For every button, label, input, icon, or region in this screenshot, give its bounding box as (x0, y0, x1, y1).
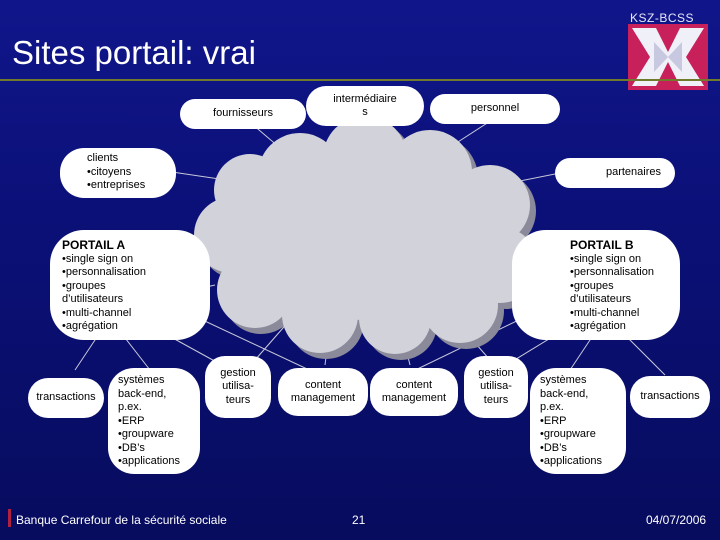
systemes-right-item: back-end, (540, 387, 589, 400)
gestion-right-line: gestion (478, 366, 514, 379)
partenaires-label: partenaires (605, 166, 661, 179)
clients-box: clients •citoyens •entreprises (60, 148, 176, 198)
systemes-right-item: p.ex. (540, 401, 564, 413)
gestion-left-box: gestion utilisa- teurs (205, 356, 271, 418)
content-right-line: management (381, 392, 447, 404)
portail-b-item: •agrégation (570, 320, 626, 332)
systemes-left-item: p.ex. (118, 401, 142, 413)
clients-label: clients (87, 152, 119, 164)
footer-organization: Banque Carrefour de la sécurité sociale (16, 513, 227, 527)
portail-a-item: d’utilisateurs (62, 293, 124, 305)
portail-b-item: •personnalisation (570, 266, 654, 278)
systemes-left-item: •groupware (118, 428, 174, 440)
systemes-right-item: •groupware (540, 428, 596, 440)
clients-item: •citoyens (87, 165, 132, 178)
systemes-left-item: •ERP (118, 414, 145, 427)
content-right-line: content (395, 378, 433, 391)
intermediaires-box: intermédiaire s (306, 86, 424, 126)
fournisseurs-label: fournisseurs (213, 107, 273, 120)
clients-item: •entreprises (87, 179, 146, 191)
content-left-line: content (304, 378, 342, 391)
title-divider (0, 79, 720, 81)
transactions-left-label: transactions (36, 391, 96, 404)
systemes-right-box: systèmes back-end, p.ex. •ERP •groupware… (530, 368, 626, 474)
personnel-box: personnel (430, 94, 560, 124)
portail-a-item: •agrégation (62, 320, 118, 332)
personnel-label: personnel (470, 102, 520, 115)
systemes-left-box: systèmes back-end, p.ex. •ERP •groupware… (108, 368, 200, 474)
transactions-right-label: transactions (640, 390, 700, 403)
fournisseurs-box: fournisseurs (180, 99, 306, 129)
portail-b-item: •single sign on (570, 252, 642, 265)
systemes-right-item: •applications (540, 455, 602, 467)
transactions-left-box: transactions (28, 378, 104, 418)
systemes-left-item: systèmes (118, 374, 165, 386)
portail-b-item: •multi-channel (570, 306, 640, 319)
gestion-right-line: teurs (483, 393, 509, 406)
partenaires-box: partenaires (555, 158, 675, 188)
gestion-left-line: teurs (225, 393, 251, 406)
portail-a-item: •multi-channel (62, 306, 132, 319)
footer-mark (8, 509, 11, 527)
page-title: Sites portail: vrai (12, 34, 256, 71)
portail-a-title: PORTAIL A (62, 238, 126, 252)
intermediaires-label-line1: intermédiaire (333, 92, 397, 105)
portail-b-item: •groupes (570, 279, 614, 292)
portail-a-item: •groupes (62, 279, 106, 292)
bcss-logo-icon (628, 24, 708, 90)
footer-date: 04/07/2006 (646, 513, 707, 527)
portail-b-item: d’utilisateurs (570, 293, 632, 305)
gestion-left-line: utilisa- (222, 380, 254, 393)
portail-b-title: PORTAIL B (570, 238, 634, 252)
systemes-right-item: •DB’s (540, 441, 567, 454)
portail-a-box: PORTAIL A •single sign on •personnalisat… (50, 230, 210, 340)
gestion-right-line: utilisa- (480, 380, 512, 393)
content-left-line: management (290, 392, 356, 404)
transactions-right-box: transactions (630, 376, 710, 418)
page-number: 21 (352, 513, 366, 527)
portail-a-item: •personnalisation (62, 266, 146, 278)
intermediaires-label-line2: s (362, 106, 368, 118)
systemes-left-item: back-end, (118, 387, 167, 400)
systemes-right-item: systèmes (540, 374, 587, 386)
content-right-box: content management (370, 368, 458, 416)
portail-a-item: •single sign on (62, 252, 134, 265)
gestion-right-box: gestion utilisa- teurs (464, 356, 528, 418)
content-left-box: content management (278, 368, 368, 416)
systemes-left-item: •applications (118, 455, 180, 467)
portail-b-box: PORTAIL B •single sign on •personnalisat… (512, 230, 680, 340)
systemes-left-item: •DB’s (118, 441, 145, 454)
systemes-right-item: •ERP (540, 414, 567, 427)
gestion-left-line: gestion (220, 366, 256, 379)
logo-text: KSZ-BCSS (630, 11, 695, 25)
